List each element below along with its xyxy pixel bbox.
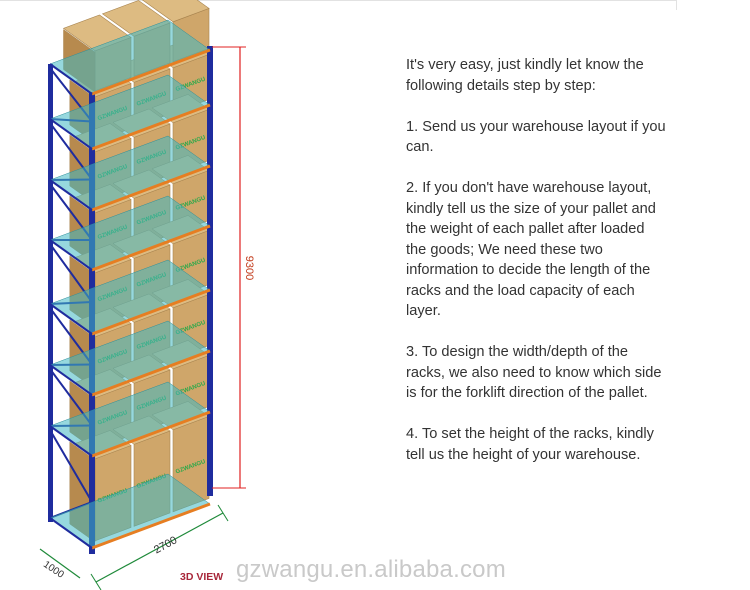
side-beam [49, 425, 93, 457]
brace [49, 429, 93, 503]
side-beam [49, 517, 93, 549]
step-2-text: 2. If you don't have warehouse layout, k… [406, 180, 656, 319]
top-border [0, 0, 676, 1]
carton-top [141, 0, 210, 23]
height-dimension: 9300 [212, 46, 255, 489]
width-dimension-line [95, 512, 224, 583]
side-beam [49, 364, 93, 396]
front-beam [91, 349, 211, 397]
front-beam [91, 502, 211, 550]
front-beam [91, 224, 211, 272]
right-border [676, 0, 677, 10]
width-dimension-tick-left [90, 573, 102, 590]
step-3-text: 3. To design the width/depth of the rack… [406, 344, 662, 401]
rack-drawing: GZWANGUGZWANGUGZWANGUGZWANGUGZWANGUGZWAN… [39, 0, 255, 590]
back-upright [48, 64, 53, 522]
side-beam [49, 118, 93, 150]
watermark: gzwangu.en.alibaba.com [236, 556, 506, 583]
front-right-upright [207, 46, 213, 496]
step-1-text: 1. Send us your warehouse layout if you … [406, 118, 666, 156]
front-beam [91, 410, 211, 458]
side-beam [49, 239, 93, 271]
front-beam [91, 288, 211, 336]
rack-frame-layer [48, 19, 213, 554]
depth-dimension-line [39, 548, 81, 579]
side-beam [49, 303, 93, 335]
width-dimension-tick-right [217, 504, 229, 522]
front-beam [91, 103, 211, 151]
width-dimension-label: 2700 [152, 534, 179, 556]
intro-text: It's very easy, just kindly let know the… [406, 57, 644, 94]
front-beam [91, 48, 211, 96]
side-beam [49, 63, 93, 95]
height-dimension-label: 9300 [243, 256, 255, 280]
step-4-text: 4. To set the height of the racks, kindl… [406, 426, 654, 463]
front-beam [91, 164, 211, 212]
instructions-panel: It's very easy, just kindly let know the… [406, 55, 668, 486]
side-beam [49, 179, 93, 211]
depth-dimension-label: 1000 [41, 559, 66, 581]
view-label: 3D VIEW [180, 571, 223, 583]
depth-dimension: 1000 [39, 548, 81, 581]
